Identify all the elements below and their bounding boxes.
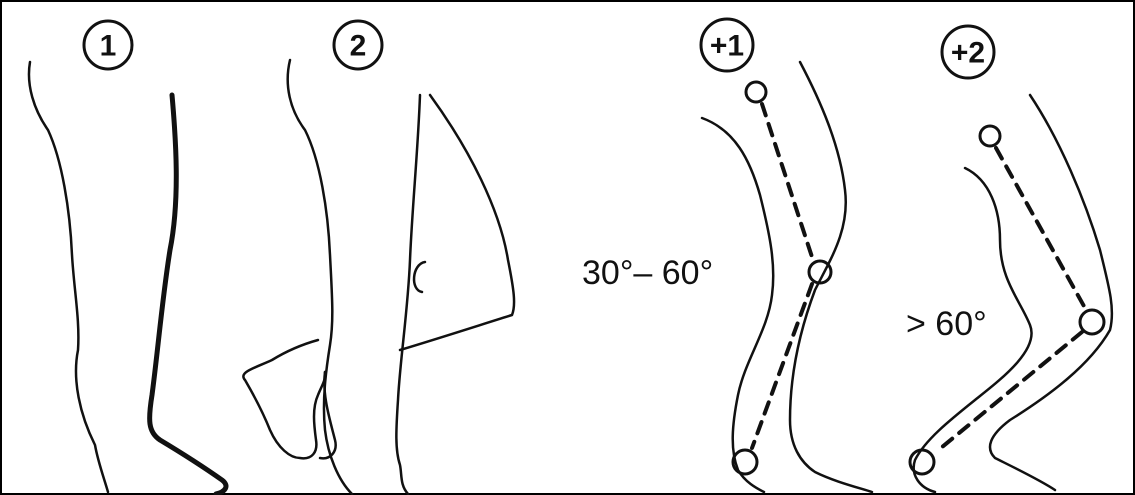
hip-marker-2 (980, 126, 1000, 146)
badge-2: 2 (334, 21, 382, 69)
badge-1-label: 1 (100, 30, 117, 63)
badge-plus-2-label: +2 (951, 37, 985, 70)
angle-label-30-60: 30°– 60° (582, 254, 713, 292)
hip-marker (746, 82, 766, 102)
panel-plus-2: +2 > 60° (906, 26, 1112, 492)
leg-flexion-30-60-drawing (702, 62, 872, 492)
badge-plus-1-label: +1 (710, 30, 744, 63)
leg-flexion-over-60-drawing (910, 95, 1112, 492)
badge-plus-1: +1 (701, 19, 753, 71)
leg-straight-drawing (29, 62, 226, 494)
panel-2: 2 (243, 21, 514, 494)
badge-2-label: 2 (350, 30, 367, 63)
panel-plus-1: +1 30°– 60° (582, 19, 872, 492)
leg-heel-raise-drawing (243, 60, 514, 494)
knee-marker-2 (1080, 310, 1104, 334)
badge-plus-2: +2 (942, 26, 994, 78)
angle-label-over-60: > 60° (906, 305, 987, 343)
panel-1: 1 (29, 21, 226, 494)
badge-1: 1 (84, 21, 132, 69)
